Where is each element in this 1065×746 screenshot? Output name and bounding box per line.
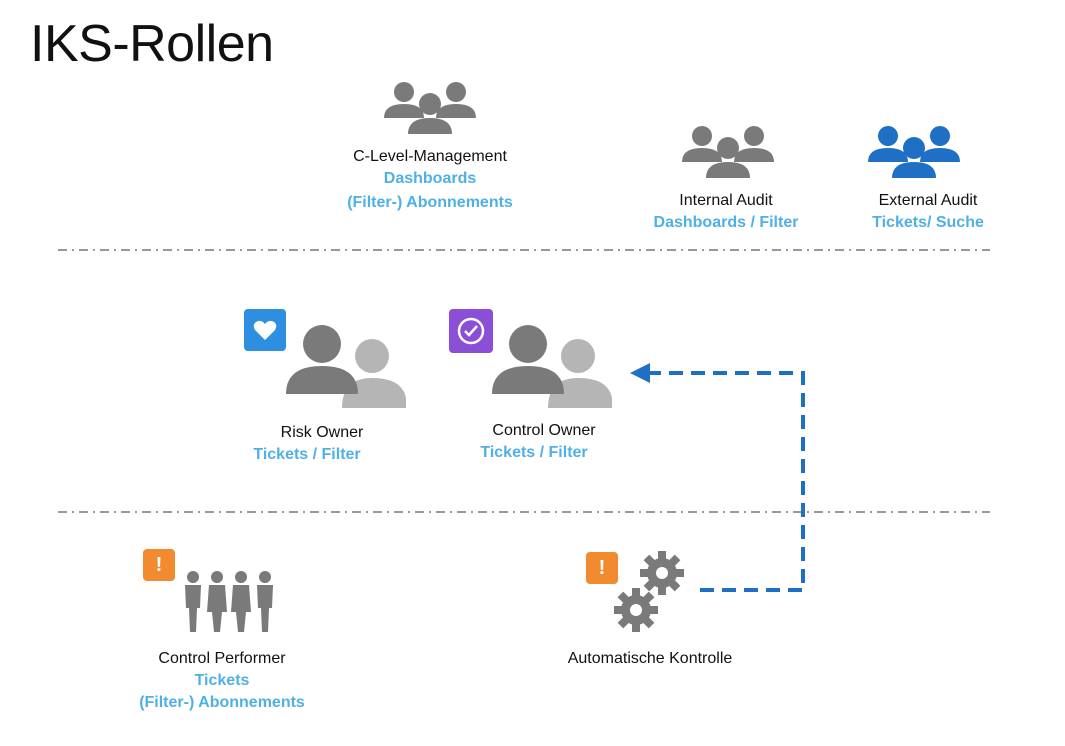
risk-owner-user-pair-icon	[284, 322, 414, 419]
role-c-level: C-Level-Management Dashboards (Filter-) …	[330, 148, 530, 212]
role-feature: Tickets	[194, 672, 250, 689]
role-feature: (Filter-) Abonnements	[139, 694, 305, 711]
control-owner-user-pair-icon	[490, 322, 620, 419]
role-feature: Dashboards	[383, 170, 477, 187]
role-name: Control Owner	[492, 422, 596, 439]
role-feature: Dashboards / Filter	[653, 214, 799, 231]
role-feature: Tickets/ Suche	[872, 214, 984, 231]
exclamation-icon: !	[598, 556, 606, 579]
page-title: IKS-Rollen	[30, 15, 274, 73]
role-feature: Tickets / Filter	[480, 444, 588, 461]
gears-icon	[612, 548, 692, 641]
role-feature: (Filter-) Abonnements	[347, 194, 513, 211]
role-name: Automatische Kontrolle	[567, 650, 733, 667]
warning-badge: !	[143, 549, 175, 581]
role-control-performer: Control Performer Tickets (Filter-) Abon…	[122, 650, 322, 712]
flow-arrow-head	[630, 363, 650, 383]
external-audit-group-icon	[866, 124, 962, 189]
role-auto-control: Automatische Kontrolle	[550, 650, 750, 668]
c-level-group-icon	[382, 80, 478, 145]
role-name: Internal Audit	[679, 192, 773, 209]
role-name: Risk Owner	[280, 424, 364, 441]
internal-audit-group-icon	[680, 124, 776, 189]
check-badge	[449, 309, 493, 353]
role-feature: Tickets / Filter	[253, 446, 361, 463]
role-name: Control Performer	[158, 650, 286, 667]
role-external-audit: External Audit Tickets/ Suche	[828, 192, 1028, 232]
control-performer-people-row-icon	[182, 570, 282, 641]
role-control-owner: Control Owner Tickets / Filter	[444, 422, 644, 462]
role-risk-owner: Risk Owner Tickets / Filter	[222, 424, 422, 464]
heart-icon	[253, 320, 277, 340]
flow-arrow-line	[650, 371, 805, 592]
check-circle-icon	[457, 317, 485, 345]
role-name: External Audit	[878, 192, 978, 209]
role-name: C-Level-Management	[353, 148, 507, 165]
heart-badge	[244, 309, 286, 351]
exclamation-icon: !	[155, 553, 163, 576]
warning-badge: !	[586, 552, 618, 584]
role-internal-audit: Internal Audit Dashboards / Filter	[626, 192, 826, 232]
